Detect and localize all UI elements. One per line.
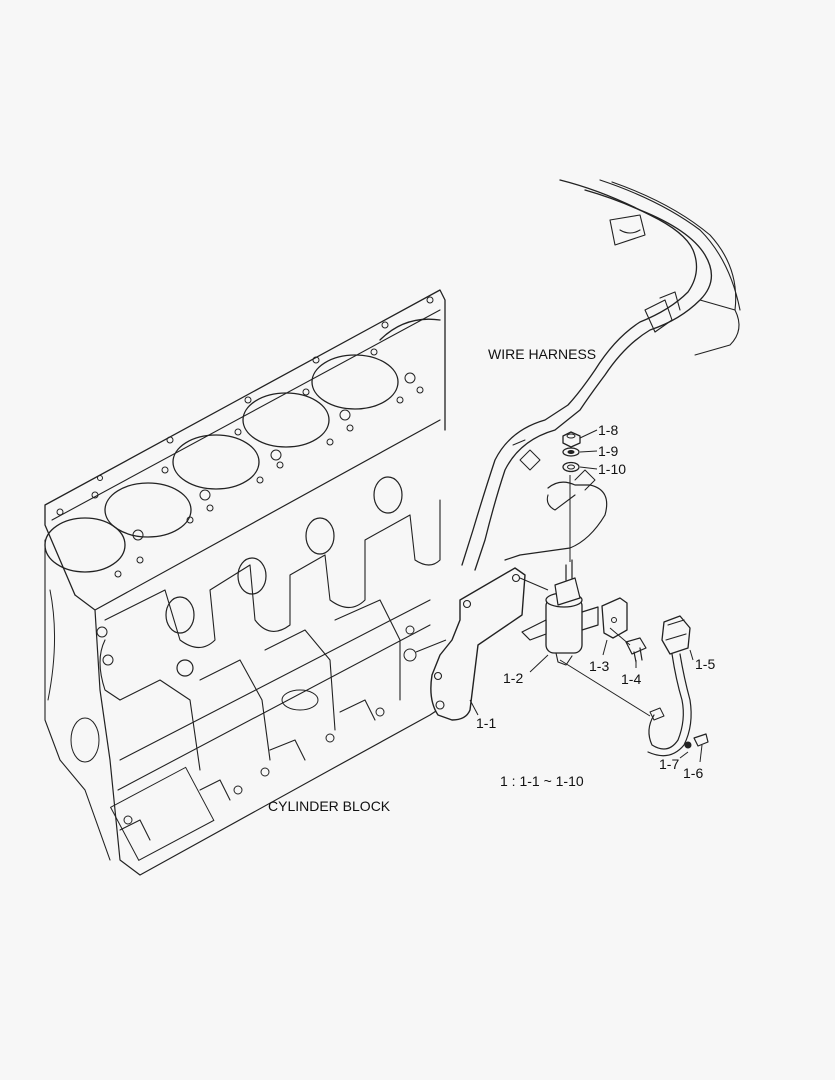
mounting-bracket <box>430 567 526 721</box>
screw-and-washer <box>649 707 709 749</box>
callout-1-9: 1-9 <box>598 443 618 459</box>
text-labels: WIRE HARNESS CYLINDER BLOCK 1 : 1-1 ~ 1-… <box>268 346 715 814</box>
harness-main-trunk <box>474 179 712 571</box>
callout-1-4: 1-4 <box>621 671 641 687</box>
bearing-webs <box>99 499 441 841</box>
cylinder-block <box>44 289 446 876</box>
bolt <box>625 637 647 663</box>
cylinder-bores <box>44 318 441 573</box>
callout-1-5: 1-5 <box>695 656 715 672</box>
callout-1-2: 1-2 <box>503 670 523 686</box>
wire-harness <box>461 179 741 571</box>
callout-1-8: 1-8 <box>598 422 618 438</box>
harness-connector <box>644 291 681 333</box>
assembly-note: 1 : 1-1 ~ 1-10 <box>500 773 584 789</box>
callout-1-10: 1-10 <box>598 461 626 477</box>
callout-1-3: 1-3 <box>589 658 609 674</box>
harness-branch-to-sensor <box>504 481 608 561</box>
block-deck-edge <box>51 309 441 521</box>
wire-harness-label: WIRE HARNESS <box>488 346 596 362</box>
sensor-wire-connector <box>647 615 692 757</box>
harness-clip <box>609 214 646 246</box>
block-side-face <box>74 419 446 876</box>
callout-1-1: 1-1 <box>476 715 496 731</box>
assembly-lines <box>415 475 651 717</box>
sensor-body <box>521 559 599 666</box>
block-deck-outline <box>44 289 446 596</box>
nut-and-washers <box>562 431 581 473</box>
callout-1-6: 1-6 <box>683 765 703 781</box>
cylinder-block-label: CYLINDER BLOCK <box>268 798 391 814</box>
block-bosses <box>70 625 417 861</box>
cam-bores <box>165 476 403 677</box>
leader-lines <box>469 429 703 763</box>
deck-holes <box>56 296 434 578</box>
callout-1-7: 1-7 <box>659 756 679 772</box>
